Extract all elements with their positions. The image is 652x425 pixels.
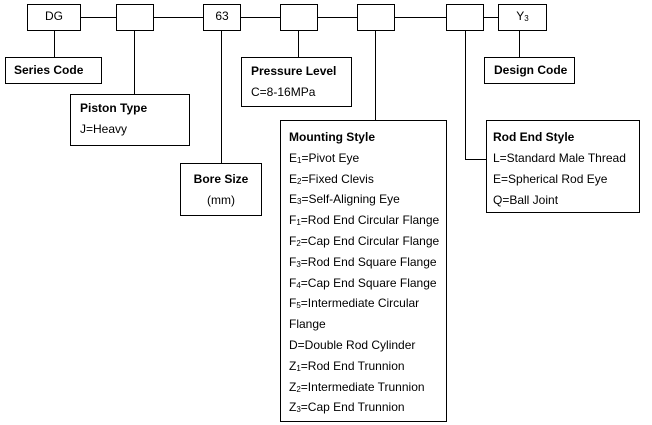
rod-end-style-title: Rod End Style (493, 130, 575, 144)
mounting-option: E1=Pivot Eye (289, 150, 360, 165)
mounting-option: D=Double Rod Cylinder (289, 337, 416, 352)
pressure-level-box: Pressure Level C=8-16MPa (241, 57, 352, 107)
rod-end-option: Q=Ball Joint (493, 193, 559, 207)
series-code-value: DG (45, 9, 63, 23)
design-code-title: Design Code (494, 63, 568, 77)
piston-code-box (116, 4, 154, 31)
mounting-option: F5=Intermediate Circular (289, 296, 420, 311)
piston-type-title: Piston Type (80, 101, 148, 115)
design-code-label-box: Design Code (484, 57, 575, 84)
rod-end-style-box: Rod End Style L=Standard Male Thread E=S… (486, 120, 640, 213)
bore-code-box: 63 (203, 4, 241, 31)
series-code-label-box: Series Code (5, 57, 102, 84)
mounting-option: F3=Rod End Square Flange (289, 254, 437, 269)
series-code-title: Series Code (14, 63, 84, 77)
pressure-level-option: C=8-16MPa (251, 85, 316, 99)
mounting-code-box (357, 4, 395, 31)
mounting-option: F2=Cap End Circular Flange (289, 233, 440, 248)
bore-code-value: 63 (215, 9, 229, 23)
mounting-option: E2=Fixed Clevis (289, 171, 374, 186)
bore-size-unit: (mm) (207, 193, 235, 207)
rod-end-option: E=Spherical Rod Eye (493, 172, 608, 186)
rod-end-code-box (446, 4, 484, 31)
piston-type-option: J=Heavy (80, 122, 128, 136)
rod-end-connector (465, 31, 486, 160)
series-code-box: DG (27, 4, 81, 31)
mounting-option: Z1=Rod End Trunnion (289, 358, 405, 373)
bore-size-box: Bore Size (mm) (180, 163, 262, 216)
mounting-option: F1=Rod End Circular Flange (289, 213, 440, 228)
piston-type-box: Piston Type J=Heavy (70, 94, 190, 146)
mounting-option: E3=Self-Aligning Eye (289, 192, 400, 207)
bore-size-title: Bore Size (193, 172, 249, 186)
design-code-value: Y3 (516, 9, 529, 23)
mounting-option: Flange (289, 317, 326, 332)
rod-end-option: L=Standard Male Thread (493, 151, 626, 165)
mounting-option: F4=Cap End Square Flange (289, 275, 437, 290)
design-code-box: Y3 (498, 4, 547, 31)
mounting-option: Z3=Cap End Trunnion (289, 400, 405, 415)
mounting-option: Z2=Intermediate Trunnion (289, 379, 425, 394)
pressure-level-title: Pressure Level (251, 64, 337, 78)
mounting-style-title: Mounting Style (289, 130, 375, 144)
pressure-code-box (280, 4, 318, 31)
